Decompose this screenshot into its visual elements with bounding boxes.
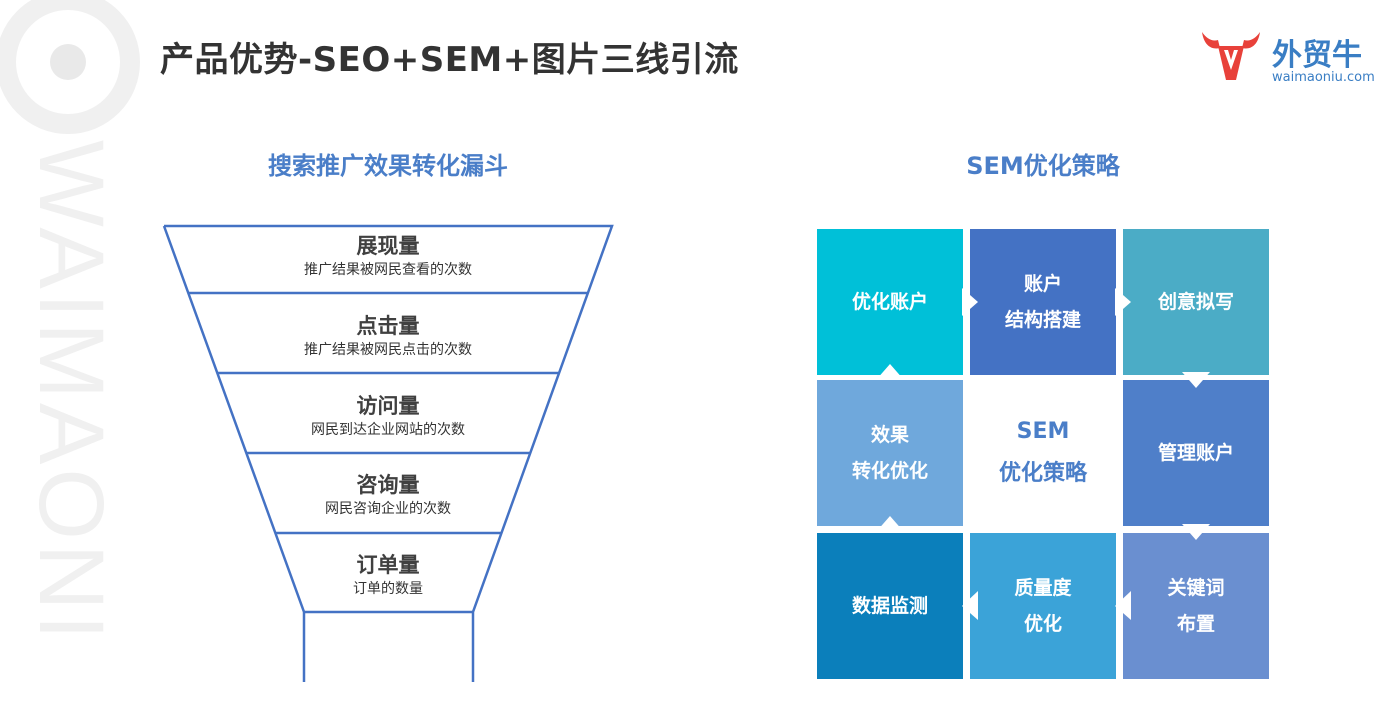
funnel-stage-orders: 订单量 订单的数量 (238, 551, 538, 599)
stage-title: 展现量 (356, 234, 420, 258)
stage-desc: 网民咨询企业的次数 (325, 501, 451, 517)
sem-tile-keyword-placement: 关键词 布置 (1123, 533, 1269, 679)
funnel-stage-clicks: 点击量 推广结果被网民点击的次数 (238, 312, 538, 360)
sem-tile-data-monitoring: 数据监测 (817, 533, 963, 679)
tile-line1: 创意拟写 (1157, 291, 1234, 313)
sem-tile-optimize-account: 优化账户 (817, 229, 963, 375)
funnel-stage-inquiries: 咨询量 网民咨询企业的次数 (238, 471, 538, 519)
sem-tile-manage-account: 管理账户 (1123, 380, 1269, 526)
tile-line2: 转化优化 (851, 460, 928, 482)
funnel-stage-impressions: 展现量 推广结果被网民查看的次数 (238, 232, 538, 280)
tile-line1: 质量度 (1014, 577, 1072, 599)
tile-line1: 优化账户 (851, 291, 928, 313)
brand-logo: 外贸牛 waimaoniu.com (1198, 26, 1378, 92)
watermark: WAIMAONI (0, 0, 140, 644)
tile-line2: 布置 (1176, 613, 1215, 635)
tile-line1: 效果 (870, 424, 909, 446)
funnel-title: 搜索推广效果转化漏斗 (268, 152, 508, 180)
logo-url: waimaoniu.com (1272, 70, 1375, 85)
stage-title: 访问量 (356, 394, 420, 418)
sem-tile-conversion-optimization: 效果 转化优化 (817, 380, 963, 526)
stage-title: 咨询量 (356, 473, 420, 497)
center-line1: SEM (1016, 419, 1070, 444)
tile-line1: 管理账户 (1157, 442, 1234, 464)
watermark-text: WAIMAONI (20, 140, 122, 644)
stage-desc: 推广结果被网民点击的次数 (304, 342, 472, 358)
sem-tile-quality-score: 质量度 优化 (970, 533, 1116, 679)
bull-head-icon (1202, 32, 1260, 80)
logo-name: 外贸牛 (1272, 38, 1362, 73)
page-title: 产品优势-SEO+SEM+图片三线引流 (160, 40, 739, 80)
funnel-diagram (162, 224, 614, 682)
sem-tile-account-structure: 账户 结构搭建 (970, 229, 1116, 375)
center-line2: 优化策略 (998, 461, 1087, 486)
tile-line2: 结构搭建 (1004, 309, 1081, 331)
stage-desc: 推广结果被网民查看的次数 (304, 262, 472, 278)
tile-line1: 数据监测 (851, 595, 928, 617)
stage-desc: 网民到达企业网站的次数 (311, 422, 465, 438)
stage-title: 点击量 (356, 314, 420, 338)
tile-line1: 账户 (1023, 273, 1062, 295)
funnel-stage-visits: 访问量 网民到达企业网站的次数 (238, 392, 538, 440)
sem-center-tile: SEM 优化策略 (970, 380, 1116, 526)
tile-line2: 优化 (1023, 613, 1062, 635)
stage-title: 订单量 (356, 553, 420, 577)
tile-line1: 关键词 (1167, 577, 1225, 599)
sem-title: SEM优化策略 (966, 152, 1120, 180)
sem-tile-creative-writing: 创意拟写 (1123, 229, 1269, 375)
stage-desc: 订单的数量 (353, 581, 423, 597)
